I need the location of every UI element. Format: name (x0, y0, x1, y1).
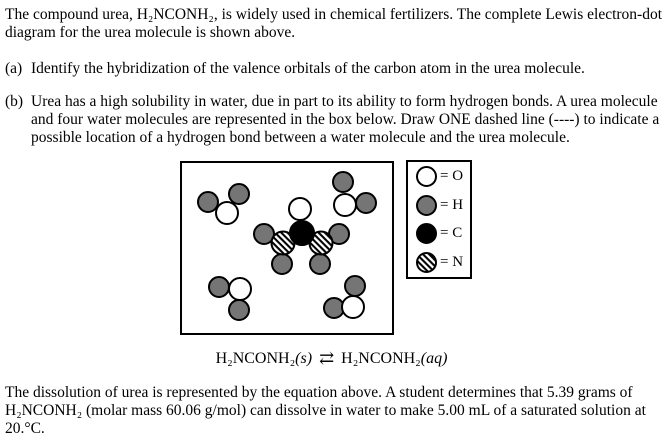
atom-H-circle (344, 275, 366, 297)
question-b-text: Urea has a high solubility in water, due… (31, 93, 660, 146)
atom-C-circle (416, 223, 437, 245)
atom-O-circle (288, 197, 312, 221)
atom-O-circle (228, 277, 252, 301)
legend-swatch-C-icon (416, 223, 437, 245)
dissolution-equation: H₂NCONH₂(s) ⇄ H₂NCONH₂(aq) (0, 347, 663, 368)
atom-H-circle (197, 191, 219, 213)
question-b: (b) Urea has a high solubility in water,… (5, 93, 661, 147)
atom-N-circle (416, 252, 437, 274)
atom-O-circle (333, 193, 357, 217)
legend-swatch-O-icon (416, 165, 437, 187)
water-molecule-top-right (332, 171, 377, 217)
atom-H-circle (228, 183, 250, 205)
atom-H-circle (416, 194, 437, 216)
atom-H-circle (323, 297, 345, 319)
atom-H-circle (332, 171, 354, 193)
legend-item-C: = C (415, 222, 470, 245)
equation-right-formula: H₂NCONH₂ (341, 350, 421, 367)
legend-item-O: = O (415, 165, 470, 188)
atom-H-circle (271, 253, 293, 275)
water-molecule-bottom-left (208, 276, 252, 321)
worksheet-page: { "page": { "intro": "The compound urea,… (0, 6, 663, 437)
molecule-diagram-box (180, 161, 394, 335)
legend-label-C: = C (440, 225, 463, 242)
equation-left-formula: H₂NCONH₂ (215, 350, 296, 367)
atom-O-circle (416, 165, 437, 187)
urea-molecule (253, 197, 350, 275)
question-b-label: (b) (5, 93, 24, 110)
question-a-text: Identify the hybridization of the valenc… (31, 60, 585, 77)
atom-H-circle (355, 192, 377, 214)
water-molecule-top-left (197, 183, 250, 225)
intro-paragraph: The compound urea, H₂NCONH₂, is widely u… (5, 6, 663, 41)
legend-item-H: = H (415, 194, 470, 217)
atom-H-circle (208, 276, 230, 298)
legend-label-H: = H (440, 196, 464, 213)
legend-item-N: = N (415, 251, 470, 274)
question-a: (a) Identify the hybridization of the va… (5, 60, 661, 78)
water-molecule-bottom-right (323, 275, 366, 319)
atom-O-circle (341, 295, 365, 319)
atom-O-circle (215, 201, 239, 225)
question-a-label: (a) (5, 60, 23, 77)
atom-C-circle (289, 220, 315, 246)
atom-legend-box: = O = H = C = N (406, 160, 472, 279)
equilibrium-arrow-icon: ⇄ (319, 348, 335, 368)
legend-label-N: = N (440, 254, 464, 271)
closing-paragraph: The dissolution of urea is represented b… (5, 384, 646, 437)
legend-swatch-H-icon (416, 194, 437, 216)
atom-H-circle (228, 299, 250, 321)
equation-right-state: (aq) (420, 350, 448, 367)
legend-swatch-N-icon (416, 252, 437, 274)
atom-H-circle (309, 253, 331, 275)
legend-label-O: = O (440, 167, 464, 184)
atom-H-circle (253, 223, 275, 245)
equation-left-state: (s) (295, 350, 313, 367)
